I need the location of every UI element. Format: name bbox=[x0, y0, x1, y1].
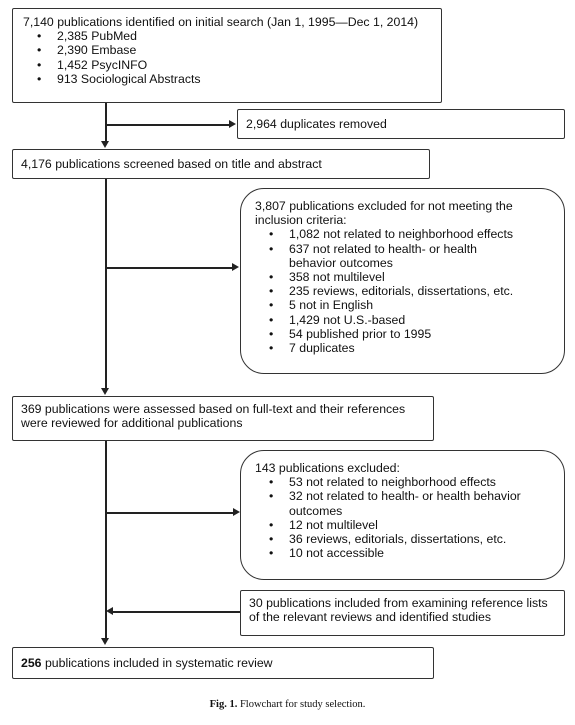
list-item: 358 not multilevel bbox=[269, 270, 552, 284]
branch-line-duplicates bbox=[106, 124, 230, 126]
caption-label: Fig. 1. bbox=[209, 699, 238, 710]
list-item: 1,082 not related to neighborhood effect… bbox=[269, 227, 552, 241]
duplicates-box: 2,964 duplicates removed bbox=[237, 109, 565, 139]
list-item: 235 reviews, editorials, dissertations, … bbox=[269, 284, 552, 298]
list-item: 12 not multilevel bbox=[269, 518, 552, 532]
branch-line-excluded-1 bbox=[106, 267, 233, 269]
branch-line-excluded-2 bbox=[106, 512, 234, 514]
list-item: 637 not related to health- or health beh… bbox=[269, 242, 489, 270]
arrow-to-included bbox=[101, 638, 110, 645]
reference-lists-box: 30 publications included from examining … bbox=[240, 590, 565, 636]
full-text-text: 369 publications were assessed based on … bbox=[21, 402, 406, 431]
excluded-1-title: 3,807 publications excluded for not meet… bbox=[255, 199, 513, 228]
list-item: 1,452 PsycINFO bbox=[37, 58, 431, 72]
list-item: 2,385 PubMed bbox=[37, 29, 431, 43]
arrow-to-excluded-1 bbox=[232, 263, 239, 272]
list-item: 1,429 not U.S.-based bbox=[269, 313, 552, 327]
included-label: publications included in systematic revi… bbox=[41, 655, 273, 670]
included-box: 256 publications included in systematic … bbox=[12, 647, 434, 679]
main-flow-line-2 bbox=[105, 179, 107, 389]
exclusion-list-2: 53 not related to neighborhood effects 3… bbox=[255, 475, 552, 560]
list-item: 7 duplicates bbox=[269, 341, 552, 355]
list-item: 36 reviews, editorials, dissertations, e… bbox=[269, 532, 552, 546]
branch-line-reference-lists bbox=[113, 611, 240, 613]
excluded-2-box: 143 publications excluded: 53 not relate… bbox=[240, 450, 565, 580]
included-count: 256 bbox=[21, 655, 42, 670]
list-item: 913 Sociological Abstracts bbox=[37, 72, 431, 86]
full-text-box: 369 publications were assessed based on … bbox=[12, 396, 434, 441]
arrow-from-reference-lists bbox=[106, 607, 113, 616]
list-item: 54 published prior to 1995 bbox=[269, 327, 552, 341]
caption-text: Flowchart for study selection. bbox=[237, 699, 366, 710]
excluded-1-box: 3,807 publications excluded for not meet… bbox=[240, 188, 565, 374]
excluded-2-title: 143 publications excluded: bbox=[255, 461, 400, 475]
initial-search-title: 7,140 publications identified on initial… bbox=[23, 15, 419, 29]
screened-text: 4,176 publications screened based on tit… bbox=[21, 156, 322, 171]
arrow-to-full-text bbox=[101, 388, 110, 395]
arrow-to-excluded-2 bbox=[233, 508, 240, 517]
list-item: 32 not related to health- or health beha… bbox=[269, 489, 552, 517]
main-flow-line-1 bbox=[105, 103, 107, 143]
main-flow-line-3 bbox=[105, 441, 107, 639]
list-item: 2,390 Embase bbox=[37, 43, 431, 57]
arrow-to-duplicates bbox=[229, 120, 236, 129]
exclusion-list-1: 1,082 not related to neighborhood effect… bbox=[255, 227, 552, 355]
included-text: 256 publications included in systematic … bbox=[21, 656, 273, 670]
list-item: 53 not related to neighborhood effects bbox=[269, 475, 552, 489]
list-item: 10 not accessible bbox=[269, 546, 552, 560]
figure-caption: Fig. 1. Flowchart for study selection. bbox=[0, 699, 575, 710]
duplicates-text: 2,964 duplicates removed bbox=[246, 116, 387, 131]
arrow-to-screened bbox=[101, 141, 110, 148]
initial-search-box: 7,140 publications identified on initial… bbox=[12, 8, 442, 103]
screened-box: 4,176 publications screened based on tit… bbox=[12, 149, 430, 179]
reference-lists-text: 30 publications included from examining … bbox=[249, 596, 548, 625]
list-item: 5 not in English bbox=[269, 298, 552, 312]
source-list: 2,385 PubMed 2,390 Embase 1,452 PsycINFO… bbox=[23, 29, 431, 86]
